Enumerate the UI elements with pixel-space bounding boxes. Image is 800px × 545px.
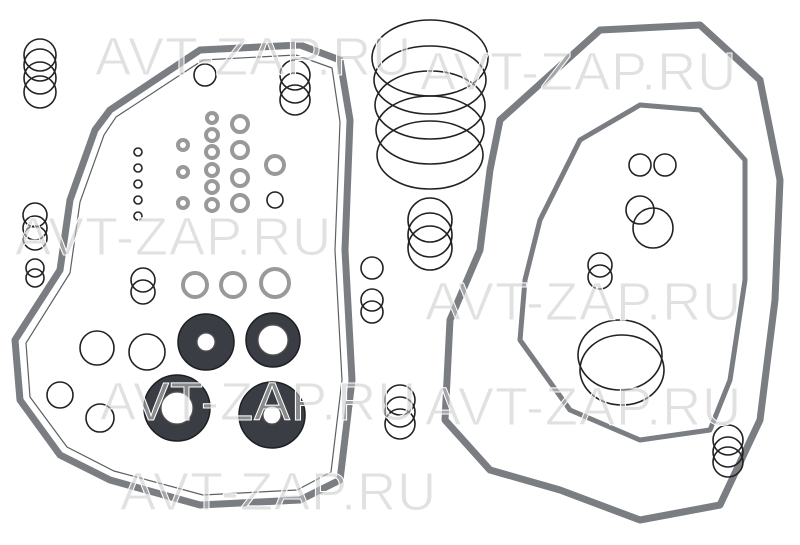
right-case-gasket [441,21,784,524]
watermark-text: AVT-ZAP.RU [15,207,332,267]
watermark-text: AVT-ZAP.RU [425,272,742,332]
large-o-rings [371,19,744,478]
watermark-text: AVT-ZAP.RU [425,377,742,437]
watermark-text: AVT-ZAP.RU [420,42,737,102]
watermark-text: AVT-ZAP.RU [120,462,437,522]
watermark-text: AVT-ZAP.RU [100,372,417,432]
washers [133,111,250,221]
watermark-layer: AVT-ZAP.RU AVT-ZAP.RU AVT-ZAP.RU AVT-ZAP… [15,27,742,523]
oil-seals [143,312,306,449]
left-case-gasket [11,41,356,509]
o-rings [22,38,416,440]
watermark-text: AVT-ZAP.RU [95,27,412,87]
